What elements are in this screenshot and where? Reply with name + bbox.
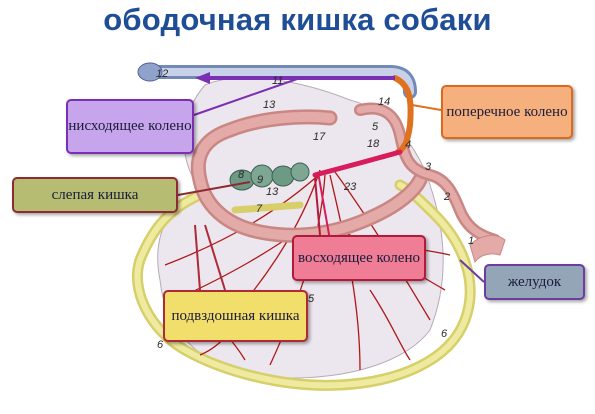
label-descending-text: нисходящее колено <box>68 118 192 134</box>
num-11: 11 <box>272 75 283 87</box>
num-6b: 6 <box>441 328 448 340</box>
num-5: 5 <box>372 121 379 133</box>
num-12: 12 <box>156 68 168 80</box>
label-transverse-colon: поперечное колено <box>441 85 573 139</box>
label-stomach-text: желудок <box>507 273 562 290</box>
num-14: 13 <box>266 186 279 198</box>
rectum-end <box>137 62 163 82</box>
cecum-shape <box>229 162 310 191</box>
num-13: 13 <box>263 99 276 111</box>
leader-stomach <box>459 259 485 283</box>
num-17: 17 <box>313 131 326 143</box>
num-9: 9 <box>257 174 263 186</box>
leader-descending <box>193 77 301 116</box>
label-ascending-colon: восходящее колено <box>292 235 426 281</box>
label-cecum-text: слепая кишка <box>51 186 139 203</box>
stomach-shape <box>469 234 506 264</box>
num-16: 14 <box>378 96 390 108</box>
num-7: 7 <box>256 203 263 215</box>
num-8: 8 <box>238 169 245 181</box>
ascending-colon <box>312 149 403 178</box>
label-descending-colon: нисходящее колено <box>66 99 194 154</box>
num-1: 1 <box>468 235 474 247</box>
page-title: ободочная кишка собаки <box>103 2 492 37</box>
leader-cecum <box>177 181 251 196</box>
leader-ascending <box>314 177 321 236</box>
num-23: 23 <box>343 181 357 193</box>
num-2: 2 <box>443 191 450 203</box>
transverse-colon <box>392 75 414 155</box>
leader-ileum-1 <box>194 224 201 291</box>
num-4: 4 <box>405 139 411 151</box>
label-transverse-text: поперечное колено <box>446 103 568 120</box>
label-ascending-text: восходящее колено <box>298 249 420 266</box>
num-5b: 5 <box>308 293 315 305</box>
label-ileum: подвздошная кишка <box>163 290 308 342</box>
num-18: 18 <box>367 138 380 150</box>
num-3: 3 <box>425 161 432 173</box>
leader-ileum-2 <box>204 224 226 291</box>
label-cecum: слепая кишка <box>12 177 178 213</box>
leader-transverse <box>411 104 442 111</box>
label-stomach: желудок <box>484 264 585 300</box>
num-6: 6 <box>157 339 164 351</box>
label-ileum-text: подвздошная кишка <box>171 307 300 324</box>
